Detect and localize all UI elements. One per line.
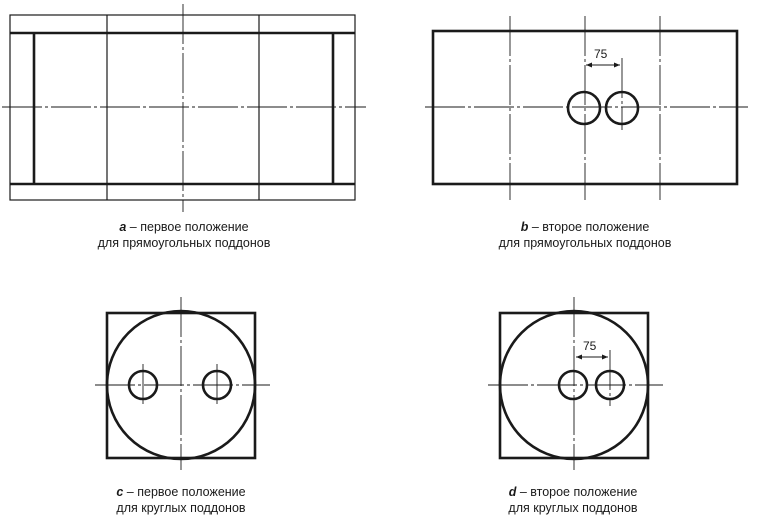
- panel-d-caption: d – второе положение для круглых поддоно…: [443, 484, 703, 516]
- panel-c-caption-line1: – первое положение: [126, 485, 246, 499]
- panel-b-letter: b: [520, 220, 529, 234]
- panel-b-dimension-arrow-right: [614, 62, 620, 68]
- panel-d-dimension-arrow-right: [602, 354, 608, 360]
- panel-b-drawing: 75: [425, 16, 748, 200]
- panel-d-caption-line1: – второе положение: [519, 485, 638, 499]
- panel-d-drawing: 75: [488, 297, 663, 470]
- panel-b-caption-line1: – второе положение: [531, 220, 650, 234]
- panel-a-letter: a: [119, 220, 127, 234]
- panel-d-caption-line2: для круглых поддонов: [508, 501, 638, 515]
- panel-d-dimension-label: 75: [583, 339, 597, 353]
- panel-c-caption-line2: для круглых поддонов: [116, 501, 246, 515]
- panel-d-dimension-arrow-left: [576, 354, 582, 360]
- panel-b-caption-line2: для прямоугольных поддонов: [498, 236, 672, 250]
- panel-a-caption: a – первое положение для прямоугольных п…: [54, 219, 314, 251]
- panel-b-dimension-arrow-left: [586, 62, 592, 68]
- panel-c-letter: c: [116, 485, 124, 499]
- panel-a-caption-line2: для прямоугольных поддонов: [97, 236, 271, 250]
- panel-a-caption-line1: – первое положение: [129, 220, 249, 234]
- panel-b-caption: b – второе положение для прямоугольных п…: [455, 219, 715, 251]
- panel-c-drawing: [95, 297, 270, 470]
- panel-b-sample-left: [566, 90, 602, 126]
- panel-d-letter: d: [508, 485, 517, 499]
- panel-c-caption: c – первое положение для круглых поддоно…: [51, 484, 311, 516]
- panel-b-dimension-label: 75: [594, 47, 608, 61]
- panel-a-outer-frame: [9, 14, 356, 201]
- panel-a-drawing: [2, 4, 366, 212]
- panel-d-sample-left: [557, 369, 589, 401]
